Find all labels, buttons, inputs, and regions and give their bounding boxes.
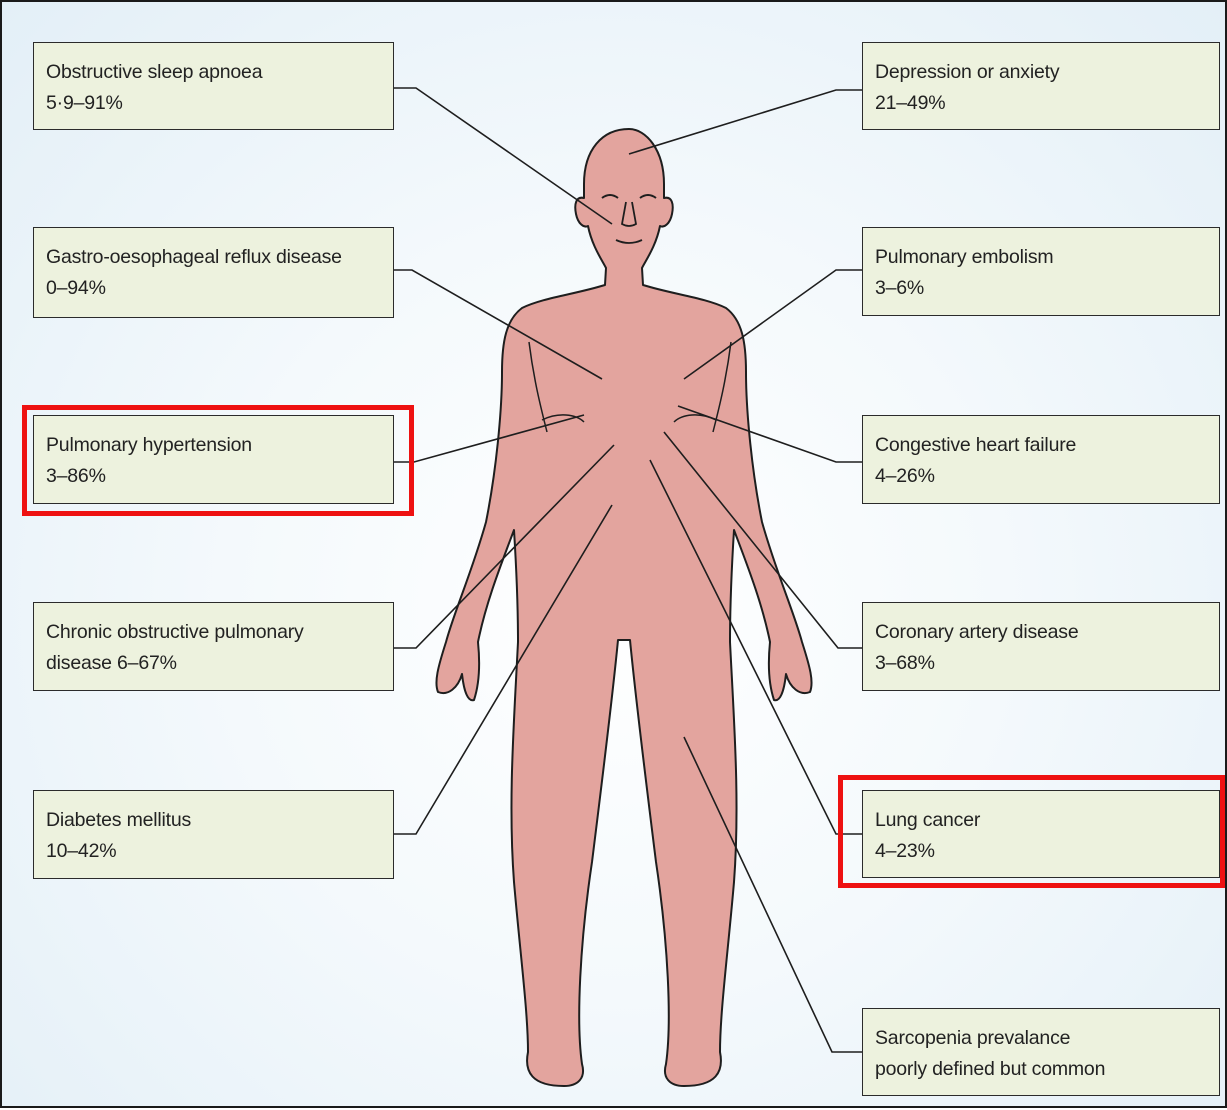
condition-box-obstructive-sleep-apnoea: Obstructive sleep apnoea 5·9–91% <box>33 42 394 130</box>
condition-prevalence: 21–49% <box>875 88 1207 119</box>
condition-name-line-1: Chronic obstructive pulmonary <box>46 617 381 648</box>
condition-box-depression-anxiety: Depression or anxiety 21–49% <box>862 42 1220 130</box>
condition-name: Obstructive sleep apnoea <box>46 57 381 88</box>
condition-prevalence: 3–68% <box>875 648 1207 679</box>
condition-box-copd: Chronic obstructive pulmonary disease 6–… <box>33 602 394 691</box>
condition-prevalence: 4–26% <box>875 461 1207 492</box>
condition-name: Depression or anxiety <box>875 57 1207 88</box>
condition-box-sarcopenia: Sarcopenia prevalance poorly defined but… <box>862 1008 1220 1096</box>
condition-name: Gastro-oesophageal reflux disease <box>46 242 381 273</box>
highlight-pulmonary-hypertension <box>22 405 414 516</box>
condition-prevalence: 10–42% <box>46 836 381 867</box>
condition-name-line-2: poorly defined but common <box>875 1054 1207 1085</box>
condition-box-diabetes-mellitus: Diabetes mellitus 10–42% <box>33 790 394 879</box>
condition-box-pulmonary-embolism: Pulmonary embolism 3–6% <box>862 227 1220 316</box>
highlight-lung-cancer <box>838 775 1225 888</box>
condition-box-congestive-heart-failure: Congestive heart failure 4–26% <box>862 415 1220 504</box>
condition-name: Diabetes mellitus <box>46 805 381 836</box>
condition-box-coronary-artery-disease: Coronary artery disease 3–68% <box>862 602 1220 691</box>
condition-name: Pulmonary embolism <box>875 242 1207 273</box>
condition-name-line-2: disease 6–67% <box>46 648 381 679</box>
condition-name: Coronary artery disease <box>875 617 1207 648</box>
human-body-outline <box>436 129 811 1086</box>
condition-name: Congestive heart failure <box>875 430 1207 461</box>
condition-box-gerd: Gastro-oesophageal reflux disease 0–94% <box>33 227 394 318</box>
condition-prevalence: 3–6% <box>875 273 1207 304</box>
condition-prevalence: 5·9–91% <box>46 88 381 119</box>
condition-name-line-1: Sarcopenia prevalance <box>875 1023 1207 1054</box>
leader-line-dep <box>629 90 862 154</box>
condition-prevalence: 0–94% <box>46 273 381 304</box>
